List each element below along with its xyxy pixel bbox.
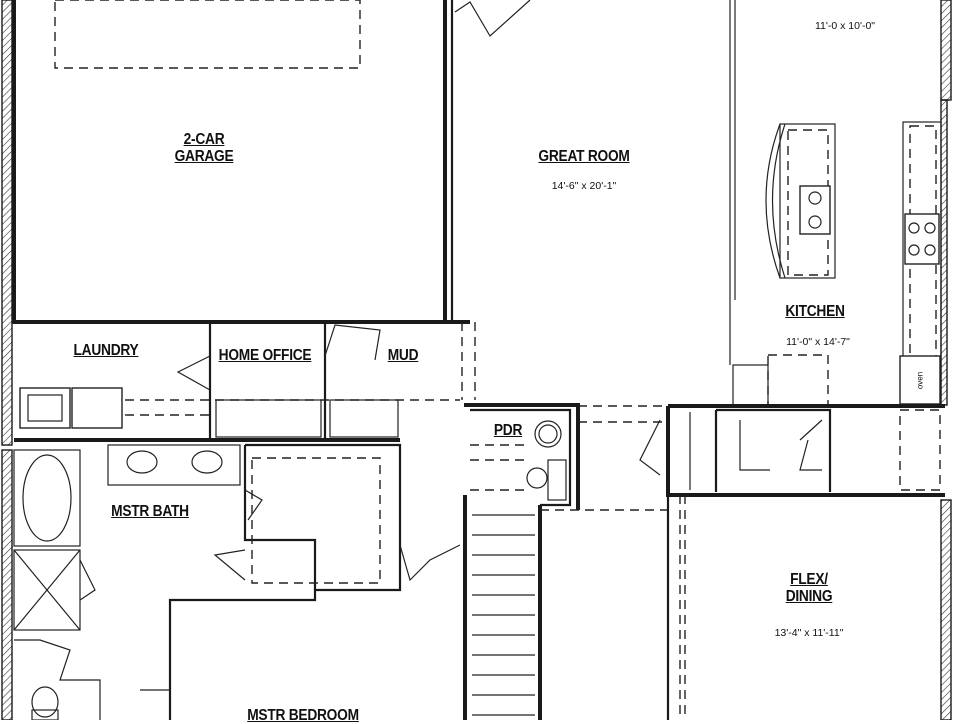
right-mid-exterior-wall	[940, 99, 948, 406]
top-right-room-dims: 11'-0 x 10'-0"	[814, 20, 876, 32]
powder-room	[464, 403, 580, 510]
home-office-label: HOME OFFICE	[218, 347, 312, 364]
garage-walls	[12, 0, 470, 324]
flex-dining-dims: 13'-4" x 11'-11"	[774, 627, 844, 639]
garage-label: 2-CAR GARAGE	[174, 131, 234, 165]
flex-dining-walls	[666, 495, 686, 720]
mstr-bath-label: MSTR BATH	[111, 503, 189, 520]
right-lower-exterior-wall	[940, 499, 952, 720]
stairs	[463, 495, 668, 720]
kitchen-dims: 11'-0" x 14'-7"	[786, 336, 850, 348]
great-room-door	[454, 0, 531, 37]
laundry-office-walls	[14, 322, 476, 442]
kitchen-counters	[732, 121, 942, 406]
left-exterior-wall	[1, 0, 13, 446]
oven-label: oven	[915, 371, 925, 390]
pdr-label: PDR	[493, 422, 523, 439]
right-exterior-wall	[940, 0, 952, 101]
kitchen-label: KITCHEN	[785, 303, 845, 320]
laundry-label: LAUNDRY	[73, 342, 139, 359]
mud-label: MUD	[387, 347, 419, 364]
master-suite-walls	[13, 443, 461, 720]
flex-dining-label: FLEX/ DINING	[785, 571, 833, 605]
pantry-band	[578, 404, 945, 497]
left-lower-exterior-wall	[1, 449, 13, 720]
great-room-dims: 14'-6" x 20'-1"	[551, 180, 617, 192]
great-room-label: GREAT ROOM	[538, 148, 630, 165]
mstr-bedroom-label: MSTR BEDROOM	[247, 707, 359, 724]
kitchen-island	[765, 123, 836, 279]
